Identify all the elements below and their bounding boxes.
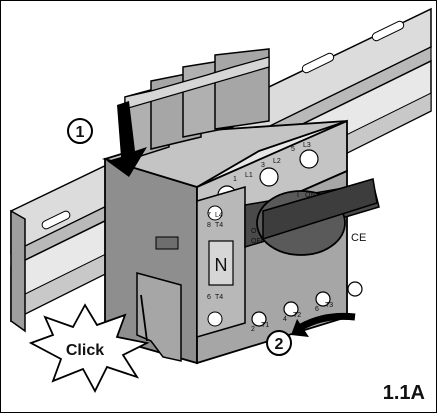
click-label: Click (66, 342, 104, 359)
side-mark-5: 6 (207, 294, 211, 301)
terminal-bottom-t2: T2 (293, 312, 301, 319)
front-mark-2: ON (305, 192, 316, 199)
front-mark-4: OFF (251, 238, 265, 245)
step-2-number: 2 (275, 336, 284, 353)
terminal-top-l2: L2 (273, 158, 281, 165)
terminal-bottom-t3: T3 (325, 302, 333, 309)
terminal-top-3: 3 (261, 162, 265, 169)
terminal-bottom-2: 2 (251, 326, 255, 333)
front-mark-1: I (297, 192, 299, 199)
terminal-top-l1: L1 (245, 172, 253, 179)
step-1-number: 1 (76, 124, 85, 141)
switch-module (101, 48, 380, 365)
step-1-badge: 1 (67, 118, 93, 144)
module-markings: N 1 L1 3 L2 5 L3 7 L4 8 T4 6 T4 I ON O O… (207, 142, 366, 333)
terminal-bottom-t1: T1 (261, 322, 269, 329)
side-mark-3: 8 (207, 222, 211, 229)
terminal-top-5: 5 (291, 146, 295, 153)
click-burst: Click (28, 294, 150, 393)
step-2-badge: 2 (266, 330, 292, 356)
terminal-bottom-4: 4 (283, 316, 287, 323)
terminal-top-l3: L3 (303, 142, 311, 149)
front-mark-3: O (251, 228, 257, 235)
terminal-top-1: 1 (233, 176, 237, 183)
step-1-arrow (107, 101, 147, 177)
side-mark-1: 7 (207, 212, 211, 219)
cert-mark: CE (351, 232, 366, 244)
figure-code: 1.1A (383, 382, 425, 404)
side-mark-2: L4 (215, 212, 223, 219)
side-mark-6: T4 (215, 294, 223, 301)
step-2-arrow (291, 312, 356, 337)
terminal-bottom-6: 6 (315, 306, 319, 313)
side-mark-4: T4 (215, 222, 223, 229)
face-mark: N (215, 255, 228, 275)
